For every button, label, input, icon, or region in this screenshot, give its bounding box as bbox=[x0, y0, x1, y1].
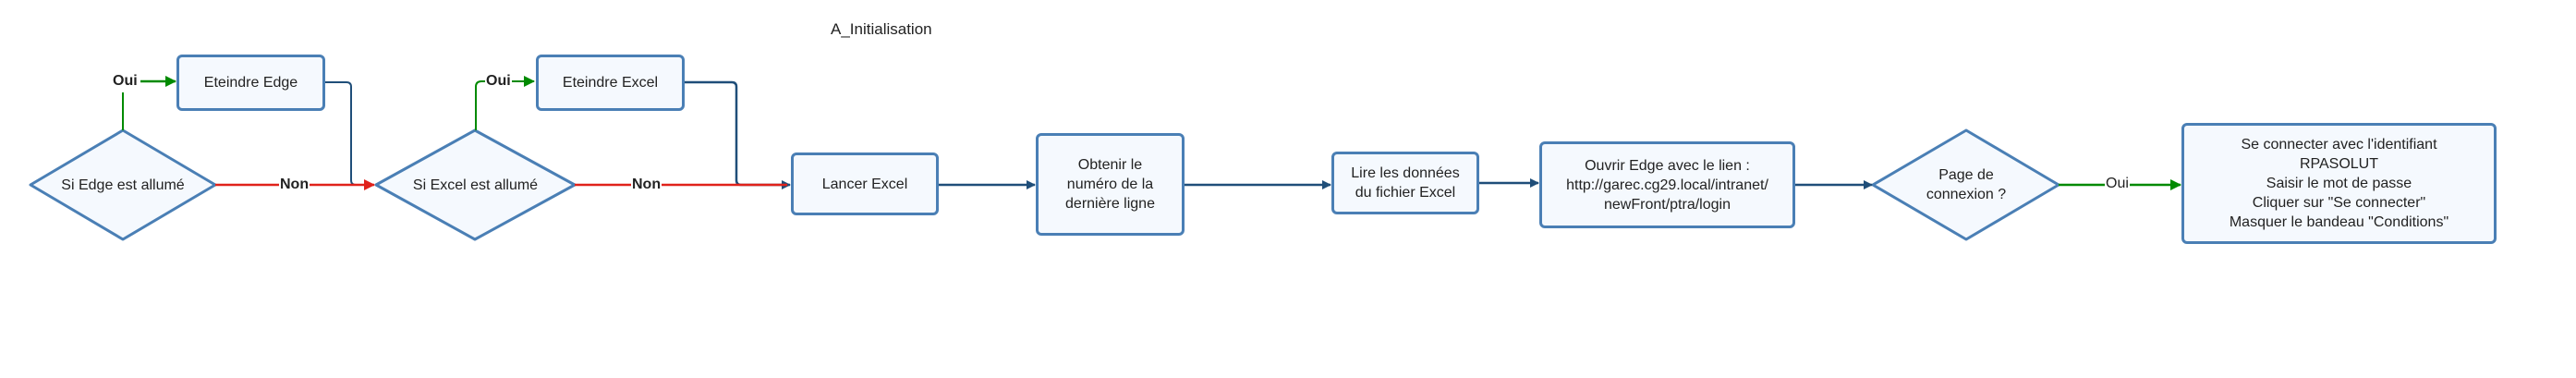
diagram-title: A_Initialisation bbox=[831, 20, 932, 38]
decision-login-page: Page de connexion ? bbox=[1926, 167, 2007, 202]
decision-edge-running: Si Edge est allumé bbox=[61, 177, 185, 193]
login-yes-label: Oui bbox=[2105, 176, 2130, 192]
process-stop-excel: Eteindre Excel bbox=[536, 55, 685, 111]
decision-edge-shape bbox=[29, 128, 217, 241]
excel-yes-line bbox=[475, 76, 535, 130]
stop-edge-out bbox=[325, 81, 357, 186]
excel-no-label: Non bbox=[631, 177, 662, 193]
decision-excel-shape bbox=[374, 128, 577, 241]
process-open-edge: Ouvrir Edge avec le lien : http://garec.… bbox=[1539, 141, 1795, 228]
process-login-steps: Se connecter avec l'identifiant RPASOLUT… bbox=[2181, 123, 2497, 244]
process-stop-edge: Eteindre Edge bbox=[176, 55, 325, 111]
process-launch-excel: Lancer Excel bbox=[791, 152, 939, 215]
edge-no-label: Non bbox=[279, 177, 310, 193]
excel-yes-label: Oui bbox=[485, 73, 512, 90]
stop-excel-out bbox=[685, 80, 791, 189]
process-last-row: Obtenir le numéro de la dernière ligne bbox=[1036, 133, 1185, 236]
decision-login-shape bbox=[1871, 128, 2060, 241]
edge-yes-label: Oui bbox=[112, 73, 139, 90]
decision-excel-running: Si Excel est allumé bbox=[412, 177, 539, 193]
process-read-excel: Lire les données du fichier Excel bbox=[1331, 152, 1479, 214]
